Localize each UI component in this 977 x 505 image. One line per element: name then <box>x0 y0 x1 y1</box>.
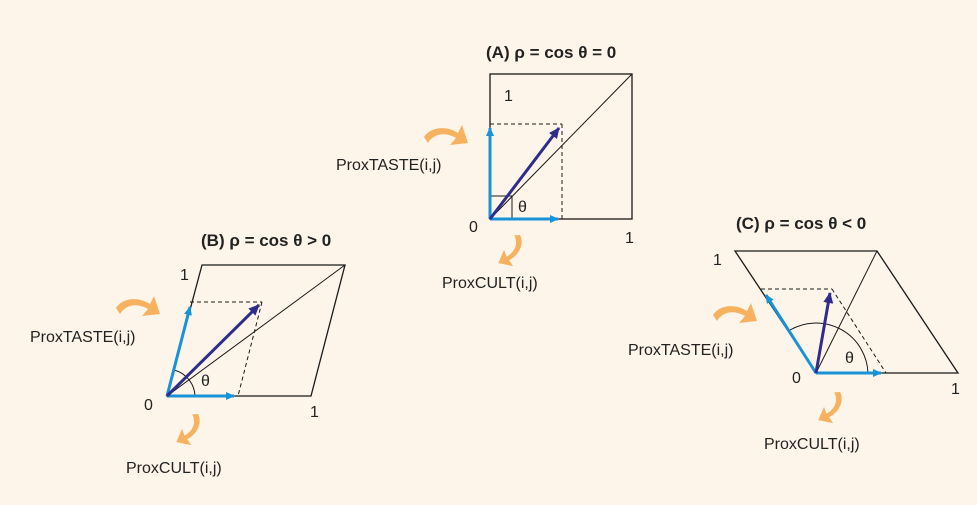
panel-a: (A) ρ = cos θ = 0 1 1 0 θ ProxTASTE(i,j)… <box>336 43 634 292</box>
panel-c-origin: 0 <box>792 370 801 387</box>
panel-c-cult-arrow-icon <box>816 388 849 428</box>
panel-a-diagonal <box>489 73 633 220</box>
panel-a-taste-label: ProxTASTE(i,j) <box>336 157 441 174</box>
panel-b-theta: θ <box>201 373 210 390</box>
panel-a-cult-arrow-icon <box>496 231 529 271</box>
panel-a-title: (A) ρ = cos θ = 0 <box>486 43 616 62</box>
panel-c-taste-vector <box>764 294 818 374</box>
panel-a-origin: 0 <box>469 219 478 236</box>
panel-c-one-y: 1 <box>713 252 722 269</box>
panel-c-angle-arc <box>789 322 869 374</box>
panel-b-one-y: 1 <box>180 267 189 284</box>
panel-b-cult-label: ProxCULT(i,j) <box>126 460 222 477</box>
panel-b-cult-arrow-icon <box>174 410 207 450</box>
panel-c: (C) ρ = cos θ < 0 1 1 0 θ ProxTASTE(i,j)… <box>628 214 960 453</box>
panel-a-one-y: 1 <box>504 88 513 105</box>
panel-a-cult-label: ProxCULT(i,j) <box>442 275 538 292</box>
panel-c-diagonal <box>815 250 878 374</box>
panel-a-one-x: 1 <box>625 230 634 247</box>
panel-c-theta: θ <box>845 350 854 367</box>
panel-b-one-x: 1 <box>310 404 319 421</box>
panel-c-title: (C) ρ = cos θ < 0 <box>736 214 866 233</box>
panel-a-taste-arrow-icon <box>424 125 468 145</box>
panel-c-one-x: 1 <box>951 381 960 398</box>
panel-c-taste-arrow-icon <box>713 303 757 323</box>
panel-c-taste-label: ProxTASTE(i,j) <box>628 342 733 359</box>
panel-c-result-vector <box>814 292 834 374</box>
panel-b-dashed-v <box>237 301 263 397</box>
panel-c-dashed-v <box>831 288 887 374</box>
panel-b-taste-label: ProxTASTE(i,j) <box>30 329 135 346</box>
panel-a-result-vector <box>488 127 561 220</box>
panel-c-cult-label: ProxCULT(i,j) <box>764 436 860 453</box>
panel-b: (B) ρ = cos θ > 0 1 1 0 θ ProxTASTE(i,j)… <box>30 231 346 477</box>
panel-a-theta: θ <box>518 199 527 216</box>
panel-b-origin: 0 <box>144 397 153 414</box>
panel-b-title: (B) ρ = cos θ > 0 <box>201 231 331 250</box>
panel-b-diagonal <box>166 264 346 397</box>
panel-b-taste-vector <box>165 306 192 397</box>
panel-b-result-vector <box>165 303 261 398</box>
panel-b-angle-arc <box>173 369 196 397</box>
panel-b-taste-arrow-icon <box>116 296 160 316</box>
